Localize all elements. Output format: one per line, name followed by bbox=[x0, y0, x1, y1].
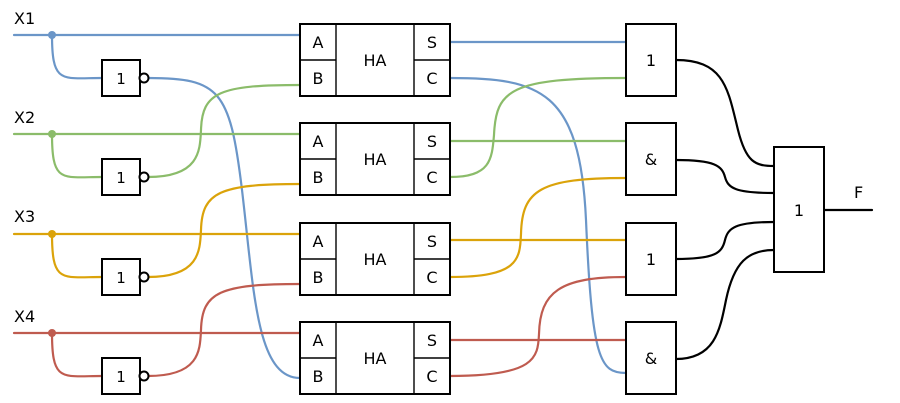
gate-label: 1 bbox=[794, 201, 804, 220]
half-adder-2: A B HA S C bbox=[299, 122, 451, 196]
junction-dot-x4 bbox=[48, 329, 56, 337]
ha-title: HA bbox=[364, 250, 387, 269]
final-or-gate: 1 bbox=[773, 146, 825, 273]
ha-output-c: C bbox=[426, 268, 437, 287]
wire-x1-to-not1 bbox=[50, 33, 104, 80]
ha-output-c: C bbox=[426, 168, 437, 187]
input-label-x1: X1 bbox=[14, 9, 35, 28]
gate-label: & bbox=[645, 150, 657, 169]
wire-ha3c-to-and1 bbox=[448, 176, 628, 279]
input-label-x4: X4 bbox=[14, 307, 35, 326]
ha-title: HA bbox=[364, 150, 387, 169]
wires-x4 bbox=[12, 275, 628, 378]
ha-input-b: B bbox=[313, 168, 324, 187]
not-gate-label: 1 bbox=[116, 169, 126, 187]
not-gate-label: 1 bbox=[116, 368, 126, 386]
ha-output-c: C bbox=[426, 69, 437, 88]
half-adder-4: A B HA S C bbox=[299, 321, 451, 395]
not-gate-4: 1 bbox=[101, 357, 150, 395]
ha-input-a: A bbox=[313, 33, 324, 52]
wire-and2-to-final bbox=[674, 248, 776, 361]
ha-input-b: B bbox=[313, 367, 324, 386]
ha-output-s: S bbox=[427, 331, 437, 350]
not-gate-label: 1 bbox=[116, 70, 126, 88]
wire-ha1c-to-and2 bbox=[448, 76, 628, 375]
wire-and1-to-final bbox=[674, 158, 776, 195]
ha-title: HA bbox=[364, 51, 387, 70]
and-gate-1: & bbox=[625, 122, 677, 196]
input-label-x2: X2 bbox=[14, 108, 35, 127]
ha-input-b: B bbox=[313, 268, 324, 287]
ha-output-c: C bbox=[426, 367, 437, 386]
ha-input-a: A bbox=[313, 232, 324, 251]
wire-x4-to-not4 bbox=[50, 331, 104, 378]
wires-x3 bbox=[12, 176, 628, 279]
wire-not4-to-ha3b bbox=[146, 282, 302, 378]
gate-label: & bbox=[645, 349, 657, 368]
not-gate-label: 1 bbox=[116, 269, 126, 287]
not-gate-2: 1 bbox=[101, 158, 150, 196]
gate-label: 1 bbox=[646, 51, 656, 70]
ha-output-s: S bbox=[427, 132, 437, 151]
junction-dot-x2 bbox=[48, 130, 56, 138]
junction-dot-x1 bbox=[48, 31, 56, 39]
wire-not1-to-ha4b bbox=[146, 76, 302, 380]
not-gate-3: 1 bbox=[101, 258, 150, 296]
wire-x2-to-not2 bbox=[50, 132, 104, 179]
ha-output-s: S bbox=[427, 33, 437, 52]
ha-output-s: S bbox=[427, 232, 437, 251]
wire-not3-to-ha2b bbox=[146, 182, 302, 279]
wires-x2 bbox=[12, 76, 628, 179]
gate-label: 1 bbox=[646, 250, 656, 269]
wire-ha4c-to-or2 bbox=[448, 275, 628, 378]
wire-or1-to-final bbox=[674, 58, 776, 168]
wire-x3-to-not3 bbox=[50, 232, 104, 279]
ha-title: HA bbox=[364, 349, 387, 368]
junction-dot-x3 bbox=[48, 230, 56, 238]
not-gate-1: 1 bbox=[101, 59, 150, 97]
or-gate-1: 1 bbox=[625, 23, 677, 97]
ha-input-a: A bbox=[313, 331, 324, 350]
wire-ha2c-to-or1 bbox=[448, 76, 628, 179]
ha-input-b: B bbox=[313, 69, 324, 88]
half-adder-1: A B HA S C bbox=[299, 23, 451, 97]
wire-or2-to-final bbox=[674, 220, 776, 261]
wires-x1 bbox=[12, 33, 628, 380]
ha-input-a: A bbox=[313, 132, 324, 151]
input-label-x3: X3 bbox=[14, 207, 35, 226]
half-adder-3: A B HA S C bbox=[299, 222, 451, 296]
wire-not2-to-ha1b bbox=[146, 83, 302, 179]
wires-output bbox=[674, 58, 874, 361]
or-gate-2: 1 bbox=[625, 222, 677, 296]
and-gate-2: & bbox=[625, 321, 677, 395]
output-label-f: F bbox=[854, 183, 863, 202]
